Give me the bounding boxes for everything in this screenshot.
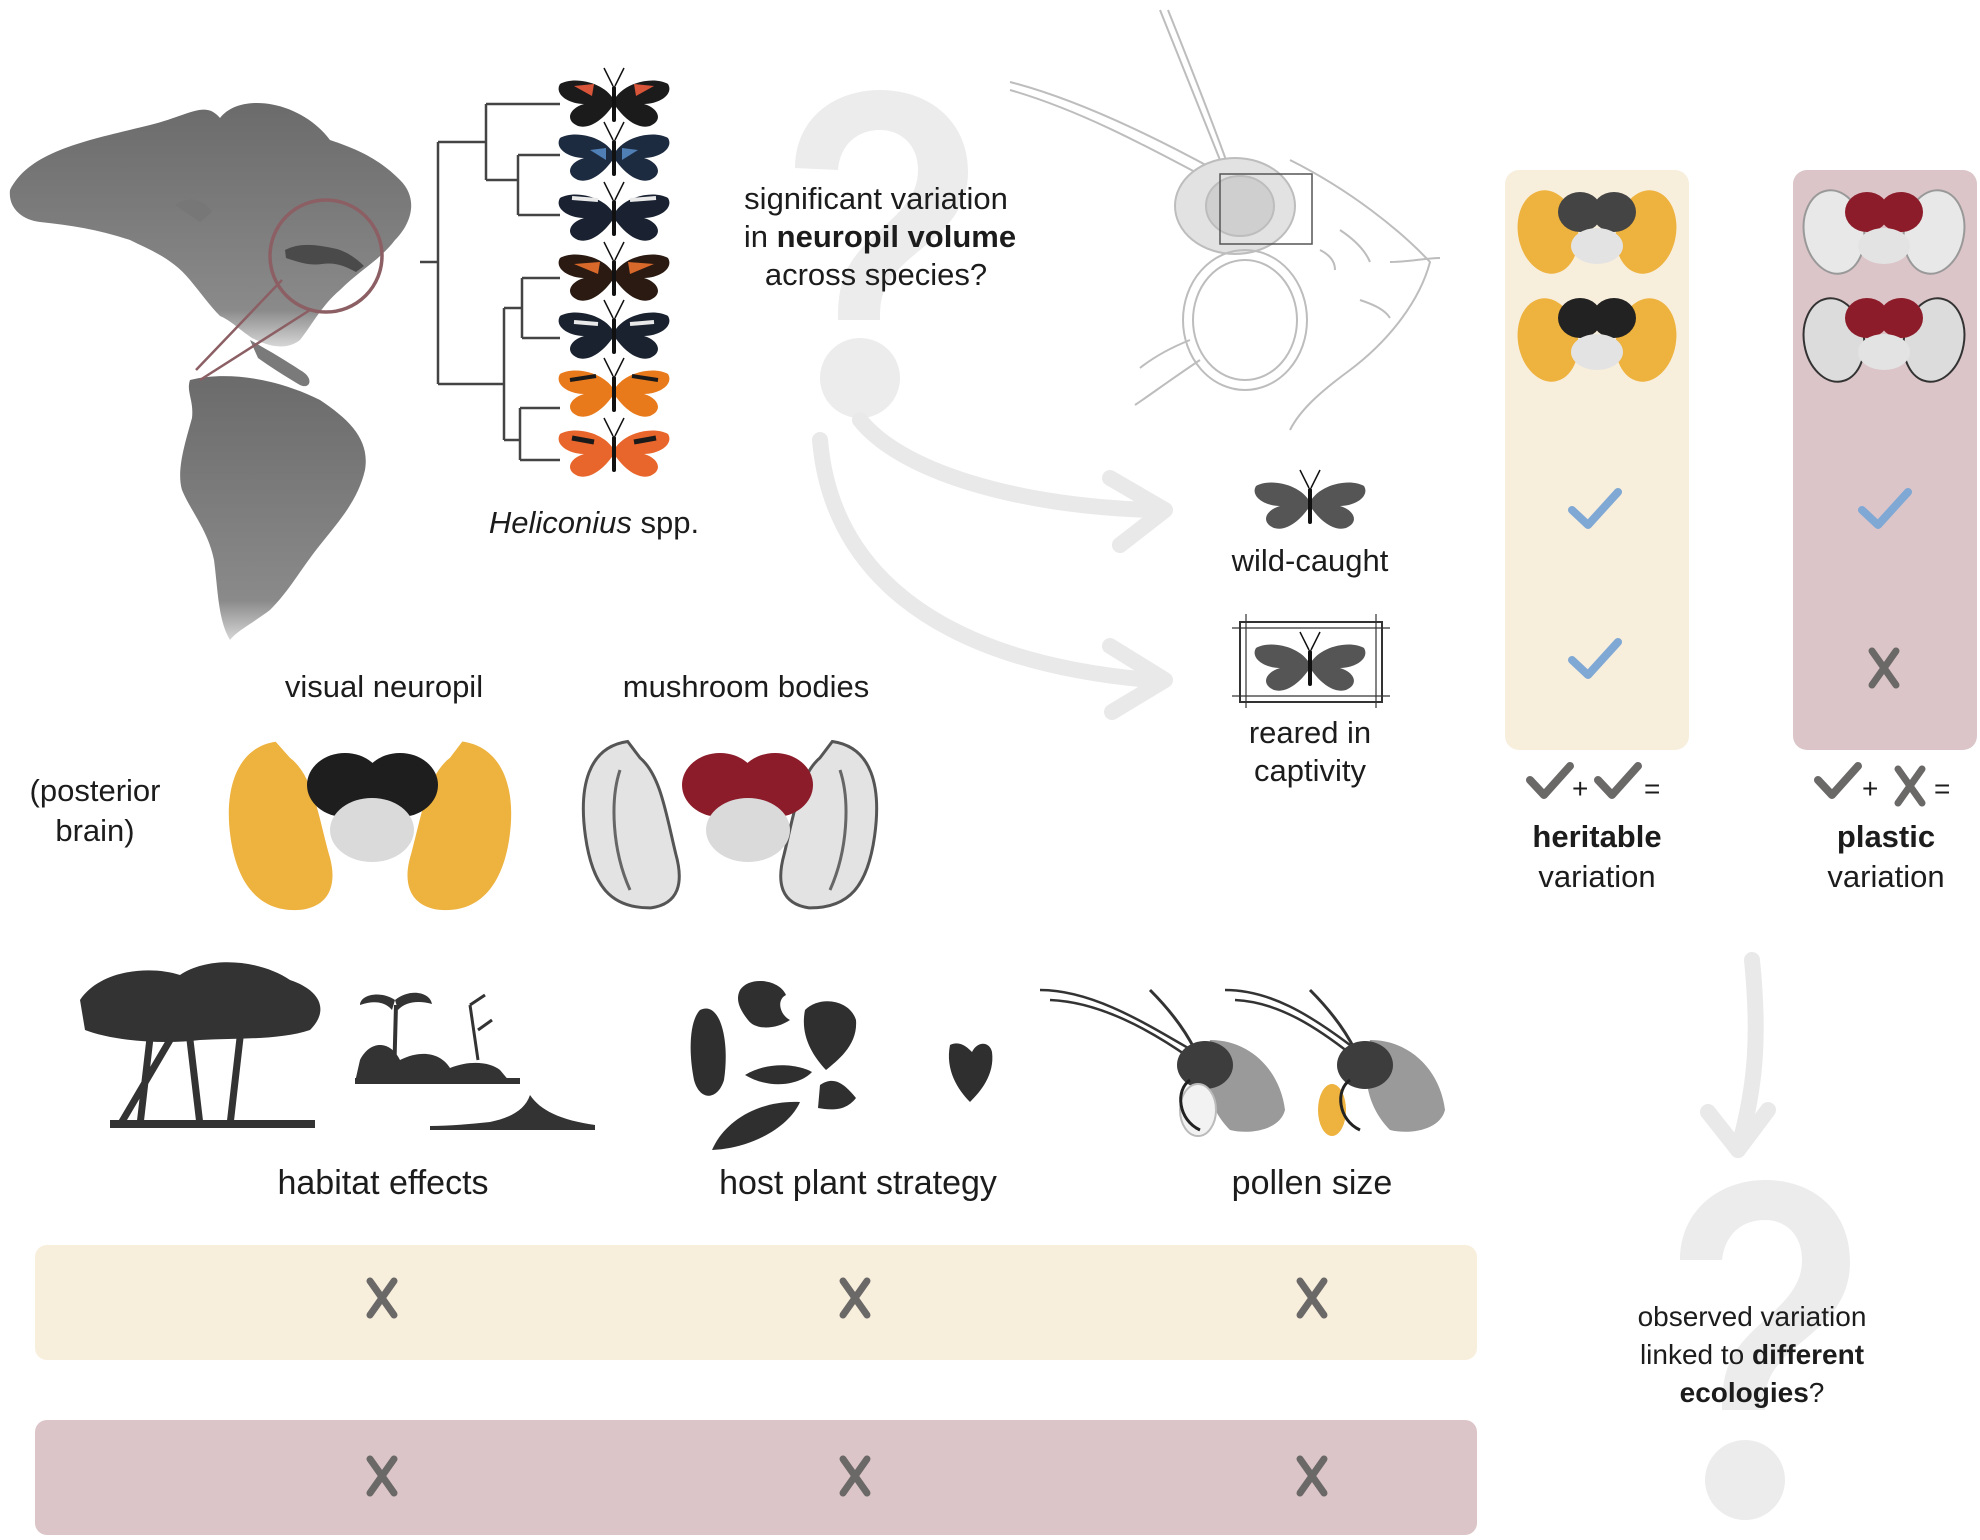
heritable-plus: + — [1572, 773, 1589, 804]
reared-label-line1: reared in — [1248, 715, 1372, 750]
brain-icon — [1802, 297, 1966, 383]
brain-icon — [1517, 190, 1677, 274]
tree-icon — [80, 962, 595, 1130]
brain-side-label-1: (posterior — [29, 773, 161, 808]
visual-neuropil-label: visual neuropil — [284, 669, 484, 704]
brain-icon — [1517, 298, 1677, 382]
brain-icon — [1802, 189, 1966, 275]
butterfly-icon — [557, 181, 671, 242]
brain-icon — [581, 739, 879, 910]
butterfly-icon — [1253, 469, 1367, 530]
plastic-variation: variation — [1827, 859, 1945, 894]
leaf-icon — [690, 980, 993, 1150]
butterfly-icon — [557, 121, 671, 182]
plastic-result-bar — [35, 1420, 1477, 1535]
plastic-label: plastic — [1836, 819, 1936, 854]
check-icon — [1568, 488, 1912, 679]
butterfly-icon — [557, 357, 671, 418]
map-icon — [9, 102, 412, 640]
captivity-frame — [1232, 614, 1390, 708]
brain-side-label-2: brain) — [55, 813, 135, 848]
arrow-icon — [812, 412, 1764, 1158]
question-mark-icon — [795, 90, 968, 418]
tree-caption: Heliconius spp. — [488, 505, 700, 540]
head-icon — [1009, 9, 1441, 431]
heritable-result-bar — [35, 1245, 1477, 1360]
brain-icon — [228, 741, 512, 911]
reared-label-line2: captivity — [1254, 753, 1366, 788]
plastic-equals: = — [1934, 773, 1951, 804]
heritable-variation: variation — [1538, 859, 1656, 894]
question1-line1: significant variation — [744, 181, 1008, 216]
question-mark-icon — [1680, 1180, 1850, 1520]
butterfly-icon — [557, 241, 671, 302]
mushroom-bodies-label: mushroom bodies — [622, 669, 870, 704]
question2-line2: linked to different — [1639, 1339, 1865, 1370]
question1-line3: across species? — [764, 257, 988, 292]
plastic-plus: + — [1862, 773, 1879, 804]
x-icon — [1898, 769, 1922, 803]
butterfly-icon — [557, 67, 671, 128]
question1-line2: in neuropil volume — [743, 219, 1017, 254]
question2-line3: ecologies? — [1679, 1377, 1825, 1408]
heritable-label: heritable — [1532, 819, 1662, 854]
heritable-equals: = — [1644, 773, 1661, 804]
butterfly-icon — [557, 417, 671, 478]
butterfly-icon — [557, 299, 671, 360]
check-icon — [1526, 762, 1862, 799]
pollen-label: pollen size — [1231, 1164, 1393, 1202]
phylogeny-tree — [420, 102, 560, 462]
question2-line1: observed variation — [1637, 1301, 1867, 1332]
head-icon — [1039, 988, 1445, 1137]
host-plant-label: host plant strategy — [719, 1164, 997, 1202]
arrow-icon — [1102, 470, 1776, 1158]
habitat-label: habitat effects — [277, 1164, 489, 1202]
wild-caught-label: wild-caught — [1231, 543, 1389, 578]
